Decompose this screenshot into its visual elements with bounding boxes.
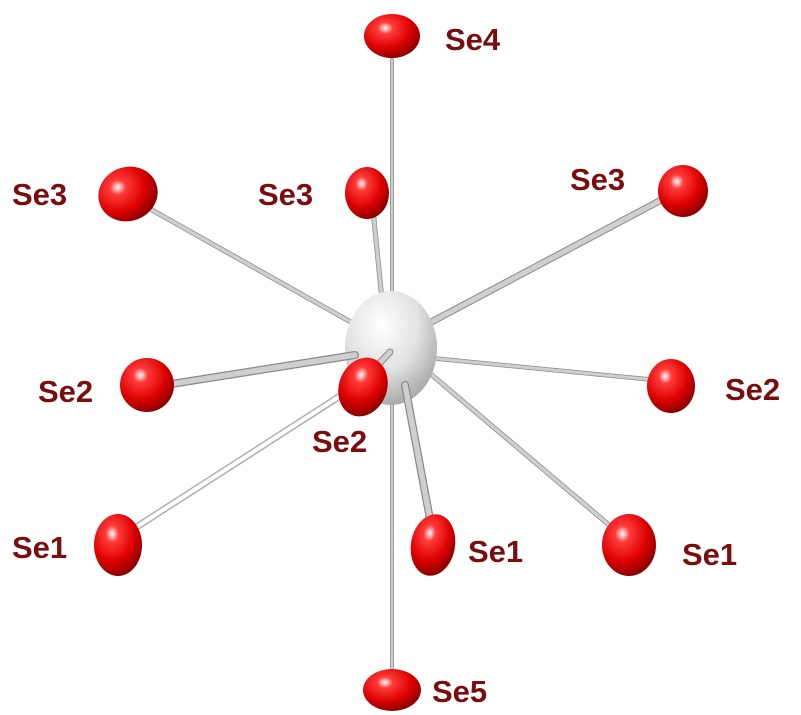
atom-se1-center bbox=[410, 514, 456, 576]
atom-se2-left bbox=[120, 358, 174, 412]
atom-se3-center bbox=[345, 167, 389, 219]
label-se3-left: Se3 bbox=[12, 177, 67, 212]
label-se4: Se4 bbox=[445, 22, 501, 57]
label-se3-right: Se3 bbox=[570, 162, 625, 197]
atom-labels: Se4 Se3 Se3 Se3 Se2 Se2 Se2 Se1 Se1 Se1 … bbox=[12, 22, 780, 709]
atom-se3-left bbox=[98, 166, 158, 222]
atom-se3-right bbox=[658, 165, 708, 217]
atom-se1-right bbox=[602, 514, 656, 576]
label-se1-right: Se1 bbox=[682, 537, 737, 572]
atom-se5 bbox=[363, 669, 421, 711]
label-se5: Se5 bbox=[432, 674, 487, 709]
label-se1-left: Se1 bbox=[12, 530, 67, 565]
label-se2-center: Se2 bbox=[312, 424, 367, 459]
atom-se4 bbox=[364, 14, 420, 58]
se-atoms bbox=[94, 14, 708, 711]
atom-se1-left bbox=[94, 514, 142, 576]
atom-se2-center bbox=[338, 357, 388, 417]
label-se1-center: Se1 bbox=[468, 534, 523, 569]
label-se2-right: Se2 bbox=[725, 372, 780, 407]
label-se3-center: Se3 bbox=[258, 177, 313, 212]
atom-se2-right bbox=[647, 359, 695, 413]
label-se2-left: Se2 bbox=[38, 374, 93, 409]
